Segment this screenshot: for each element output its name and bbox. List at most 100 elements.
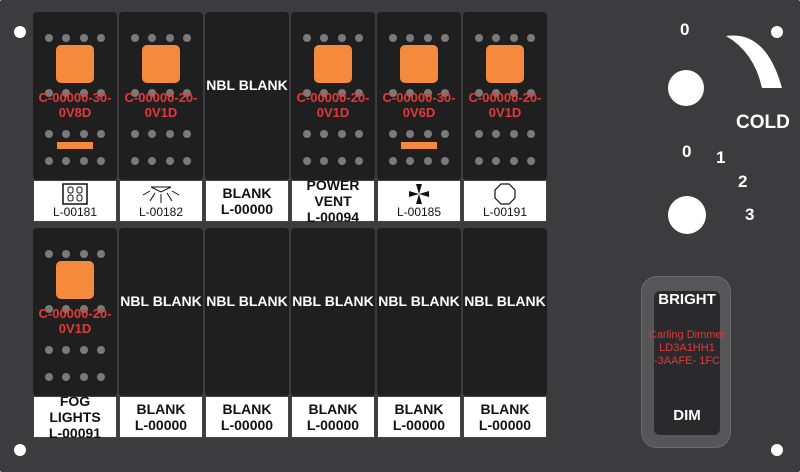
indicator-dots: [45, 305, 105, 313]
indicator-dots: [45, 34, 105, 42]
indicator-dots: [45, 130, 105, 138]
rocker-switch[interactable]: C-00000-30-0V6D: [377, 12, 461, 180]
legend-part-number: L-00000: [306, 417, 360, 433]
indicator-dots: [45, 373, 105, 381]
rocker-switch[interactable]: C-00000-20-0V1D: [119, 12, 203, 180]
switch-legend-label: L-00185: [377, 180, 461, 222]
indicator-bar: [57, 142, 93, 149]
indicator-lamp: [486, 45, 524, 83]
indicator-dots: [45, 157, 105, 165]
blank-switch-label: NBL BLANK: [292, 293, 374, 309]
legend-title: FOG LIGHTS: [49, 393, 101, 425]
legend-part-number: L-00000: [134, 417, 188, 433]
indicator-dots: [303, 157, 363, 165]
fan-3-label: 3: [745, 205, 755, 224]
indicator-lamp: [314, 45, 352, 83]
indicator-dots: [45, 89, 105, 97]
legend-part-number: L-00185: [396, 205, 442, 219]
switch-part-code: C-00000-20-0V1D: [124, 90, 198, 120]
legend-part-number: L-00191: [482, 205, 528, 219]
mount-hole: [14, 26, 26, 38]
legend-title: BLANK: [136, 401, 186, 417]
blank-switch: NBL BLANK: [205, 228, 289, 396]
switch-legend-label: L-00191: [463, 180, 547, 222]
legend-part-number: L-00182: [138, 205, 184, 219]
legend-part-number: L-00000: [220, 417, 274, 433]
indicator-dots: [131, 34, 191, 42]
temp-cold-label: COLD: [736, 112, 790, 133]
blank-switch: NBL BLANK: [291, 228, 375, 396]
fan-2-label: 2: [738, 172, 748, 191]
indicator-dots: [475, 34, 535, 42]
blank-switch-label: NBL BLANK: [120, 293, 202, 309]
cold-arc-icon: [726, 35, 782, 88]
light-icon: [141, 183, 181, 205]
indicator-dots: [389, 130, 449, 138]
temp-knob-shaft[interactable]: [668, 70, 704, 106]
legend-part-number: L-00000: [220, 201, 274, 217]
indicator-dots: [475, 130, 535, 138]
legend-part-number: L-00000: [392, 417, 446, 433]
legend-title: BLANK: [480, 401, 530, 417]
indicator-dots: [303, 130, 363, 138]
indicator-lamp: [56, 45, 94, 83]
blank-switch: NBL BLANK: [377, 228, 461, 396]
rocker-switch[interactable]: C-00000-20-0V1D: [463, 12, 547, 180]
indicator-dots: [475, 157, 535, 165]
legend-title: BLANK: [222, 401, 272, 417]
fan-knob-shaft[interactable]: [668, 196, 706, 234]
switch-part-code: C-00000-20-0V1D: [468, 90, 542, 120]
temp-zero-label: 0: [680, 20, 690, 39]
switch-legend-label: L-00182: [119, 180, 203, 222]
mount-hole: [771, 444, 783, 456]
dimmer-dim-label: DIM: [673, 407, 701, 424]
indicator-dots: [475, 89, 535, 97]
blank-switch: NBL BLANK: [463, 228, 547, 396]
indicator-dots: [389, 34, 449, 42]
blank-switch: NBL BLANK: [119, 228, 203, 396]
rocker-switch[interactable]: C-00000-30-0V8D: [33, 12, 117, 180]
indicator-bar: [401, 142, 437, 149]
rocker-switch[interactable]: C-00000-20-0V1D: [291, 12, 375, 180]
legend-part-number: L-00000: [478, 417, 532, 433]
switch-part-code: C-00000-20-0V1D: [296, 90, 370, 120]
fan-1-label: 1: [716, 148, 726, 167]
switch-part-code: C-00000-30-0V6D: [382, 90, 456, 120]
blank-switch-label: NBL BLANK: [206, 293, 288, 309]
blank-switch: NBL BLANK: [205, 12, 289, 180]
indicator-dots: [303, 34, 363, 42]
dimmer-switch[interactable]: BRIGHT Carling Dimmer LD3A1HH1 -3AAFE- 1…: [641, 276, 731, 448]
legend-part-number: L-00091: [48, 425, 102, 441]
indicator-dots: [45, 346, 105, 354]
indicator-dots: [389, 89, 449, 97]
indicator-dots: [45, 250, 105, 258]
indicator-dots: [131, 130, 191, 138]
legend-title: BLANK: [222, 185, 272, 201]
blank-switch-label: NBL BLANK: [464, 293, 546, 309]
indicator-dots: [389, 157, 449, 165]
indicator-dots: [303, 89, 363, 97]
indicator-dots: [131, 157, 191, 165]
mount-hole: [14, 444, 26, 456]
legend-title: BLANK: [308, 401, 358, 417]
legend-part-number: L-00181: [52, 205, 98, 219]
blank-switch-label: NBL BLANK: [378, 293, 460, 309]
indicator-lamp: [142, 45, 180, 83]
fog-lamp-icon: [61, 183, 89, 205]
indicator-lamp: [400, 45, 438, 83]
dimmer-bright-label: BRIGHT: [658, 291, 716, 308]
legend-title: BLANK: [394, 401, 444, 417]
fan-icon: [407, 183, 431, 205]
dimmer-description: Carling Dimmer LD3A1HH1 -3AAFE- 1FC: [648, 329, 726, 367]
switch-part-code: C-00000-20-0V1D: [38, 306, 112, 336]
rocker-switch[interactable]: C-00000-20-0V1D: [33, 228, 117, 396]
switch-part-code: C-00000-30-0V8D: [38, 90, 112, 120]
